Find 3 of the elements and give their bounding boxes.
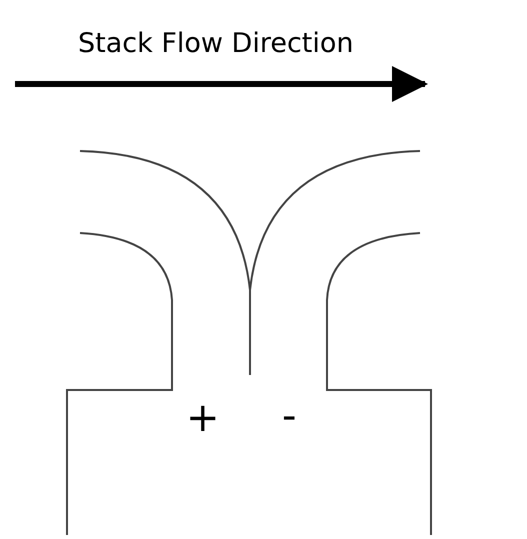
flow-direction-label: Stack Flow Direction: [78, 27, 354, 61]
polarity-sign: -: [282, 396, 296, 436]
polarity-sign: +: [186, 398, 220, 438]
